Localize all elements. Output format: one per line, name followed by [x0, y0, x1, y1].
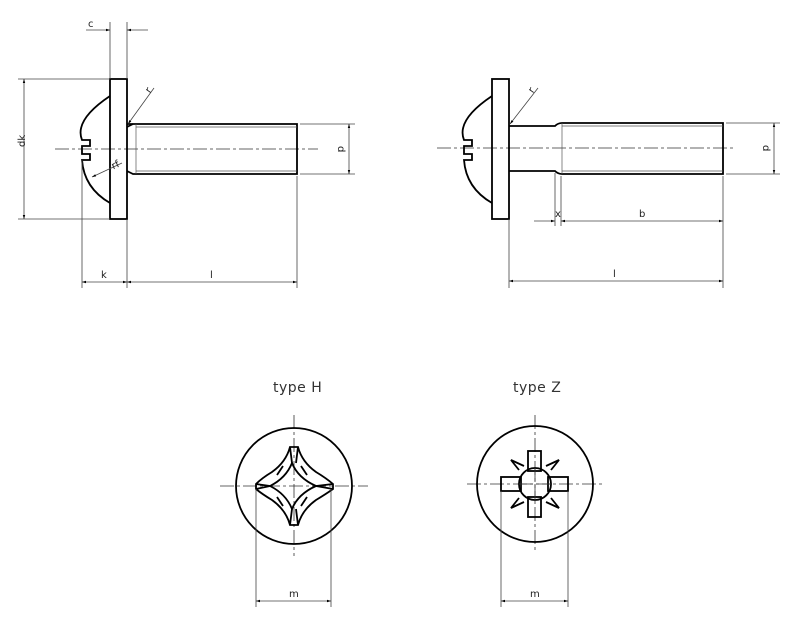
recess-view-type-z: type Z m: [467, 380, 603, 607]
type-z-title: type Z: [513, 380, 561, 396]
reduced-shank: [509, 122, 724, 175]
side-view-full-thread: c r rf dk d k l: [17, 19, 355, 288]
dim-b-label: b: [639, 209, 645, 220]
dim-d-label: d: [760, 145, 771, 151]
dim-d-label: d: [335, 146, 346, 152]
dim-x-label: x: [555, 209, 561, 220]
dim-m-label: m: [289, 589, 299, 600]
side-view-reduced-shank: r d x b l: [437, 78, 780, 288]
head-collar: [491, 78, 510, 220]
dome-head: [79, 95, 111, 204]
head-circle: [476, 425, 594, 543]
dim-l-label: l: [613, 269, 616, 280]
dim-rf-label: rf: [110, 159, 122, 172]
shank: [126, 123, 298, 175]
dim-r-label: r: [526, 85, 538, 95]
dim-m-label: m: [530, 589, 540, 600]
pozidriv-recess-icon: [500, 450, 569, 518]
dome-head: [461, 95, 493, 204]
dim-k-label: k: [101, 270, 107, 281]
dim-l-label: l: [210, 270, 213, 281]
head-collar: [109, 78, 128, 220]
dim-c-label: c: [88, 19, 94, 30]
dim-dk-label: dk: [17, 135, 28, 147]
dim-r-label: r: [143, 85, 155, 95]
recess-view-type-h: type H m: [220, 380, 368, 607]
phillips-recess-icon: [255, 446, 334, 526]
type-h-title: type H: [273, 380, 322, 396]
head-circle: [235, 427, 353, 545]
